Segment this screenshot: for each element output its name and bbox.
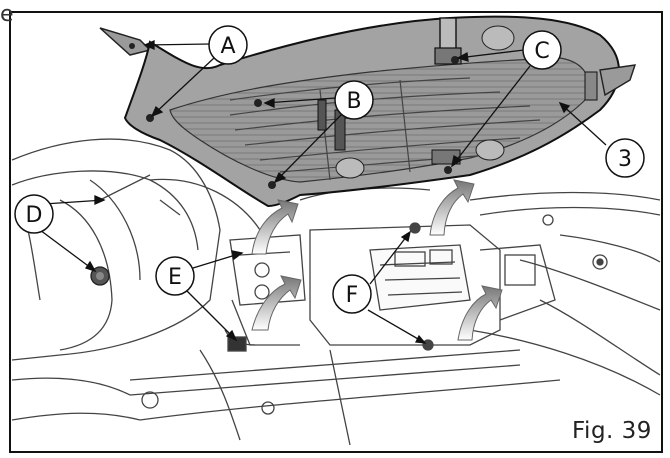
lift-arrow-3 [429,179,475,236]
callout-b-label: B [346,89,361,114]
callout-f: F [332,274,372,314]
callout-d-label: D [26,203,43,228]
lift-arrow-4 [457,285,503,341]
callout-b: B [334,80,374,120]
callout-a-label: A [220,34,235,59]
callout-d: D [14,194,54,234]
callout-c: C [522,30,562,70]
callout-a: A [208,25,248,65]
callout-f-label: F [346,283,359,308]
figure-caption: Fig. 39 [572,418,652,444]
callout-e: E [155,256,195,296]
cropped-text-fragment: e [0,2,14,27]
callout-c-label: C [534,39,549,64]
lift-arrow-1 [251,199,299,255]
lift-arrow-2 [251,275,302,331]
motorcycle-body [11,138,661,446]
figure-frame [9,11,663,453]
callout-3: 3 [605,138,645,178]
callout-e-label: E [168,265,182,290]
leader-lines [39,39,607,344]
seat-part [99,15,637,208]
callout-3-label: 3 [618,147,632,172]
lift-arrows [251,179,503,341]
